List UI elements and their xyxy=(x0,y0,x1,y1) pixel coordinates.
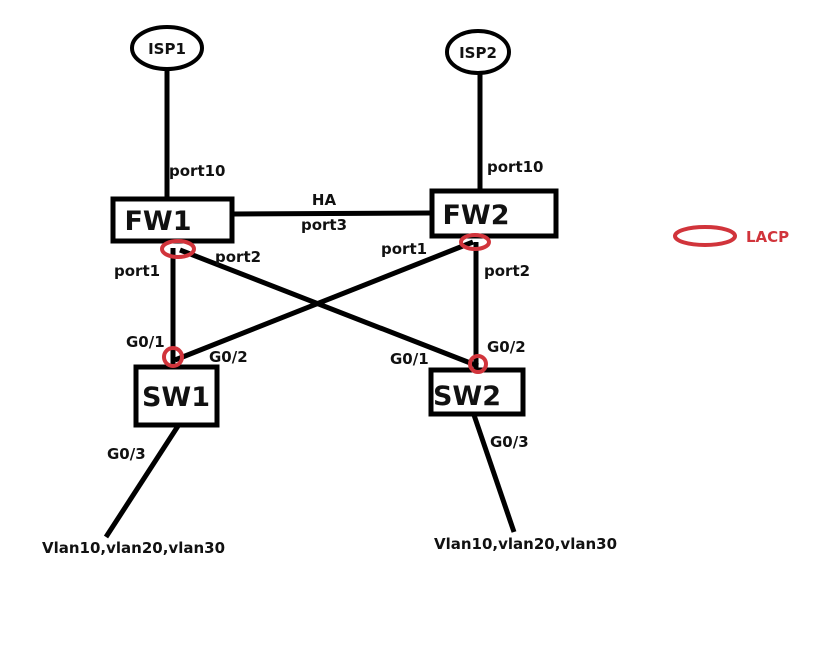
fw2-port2-label: port2 xyxy=(484,262,530,280)
fw2-label: FW2 xyxy=(442,200,509,231)
sw1-node[interactable]: SW1 xyxy=(133,364,220,428)
lacp-marker-fw1 xyxy=(160,239,196,259)
sw2-g03-label: G0/3 xyxy=(490,433,529,451)
isp2-label: ISP2 xyxy=(459,44,497,62)
fw1-port1-label: port1 xyxy=(114,262,160,280)
sw1-vlans-label: Vlan10,vlan20,vlan30 xyxy=(42,539,225,557)
legend: LACP xyxy=(673,225,789,247)
ha-port3-label: port3 xyxy=(301,216,347,234)
sw2-g01-label: G0/1 xyxy=(390,350,429,368)
sw1-g01-label: G0/1 xyxy=(126,333,165,351)
sw1-box xyxy=(133,364,220,428)
fw1-node[interactable]: FW1 xyxy=(110,196,235,244)
sw2-box xyxy=(428,367,526,417)
links xyxy=(103,68,517,539)
sw1-label: SW1 xyxy=(142,382,210,413)
sw1-g03-label: G0/3 xyxy=(107,445,146,463)
sw2-label: SW2 xyxy=(433,381,501,412)
fw1-port2-label: port2 xyxy=(215,248,261,266)
sw2-vlans-label: Vlan10,vlan20,vlan30 xyxy=(434,535,617,553)
link-sw1-g03-vlans xyxy=(103,424,181,539)
link-fw1-port2-sw2-g01 xyxy=(179,247,479,369)
fw2-box xyxy=(429,188,559,239)
isp1-label: ISP1 xyxy=(148,40,186,58)
lacp-marker-sw2 xyxy=(468,354,488,374)
fw1-box xyxy=(110,196,235,244)
lacp-markers xyxy=(160,233,491,374)
ha-label: HA xyxy=(312,191,337,209)
isp2-node[interactable]: ISP2 xyxy=(445,29,511,75)
isp1-ellipse xyxy=(130,25,204,71)
fw2-port10-label: port10 xyxy=(487,158,543,176)
link-sw2-g03-vlans xyxy=(471,414,517,533)
fw1-label: FW1 xyxy=(124,206,191,237)
isp1-node[interactable]: ISP1 xyxy=(130,25,204,71)
sw2-node[interactable]: SW2 xyxy=(428,367,526,417)
sw1-g02-label: G0/2 xyxy=(209,348,248,366)
fw2-port1-label: port1 xyxy=(381,240,427,258)
lacp-legend-label: LACP xyxy=(746,228,789,246)
link-ha-fw1-fw2 xyxy=(232,210,431,217)
link-fw2-port1-sw1-g02 xyxy=(174,239,474,363)
isp2-ellipse xyxy=(445,29,511,75)
lacp-marker-fw2 xyxy=(459,233,491,251)
lacp-marker-sw1 xyxy=(162,346,184,368)
fw1-port10-label: port10 xyxy=(169,162,225,180)
fw2-node[interactable]: FW2 xyxy=(429,188,559,239)
lacp-legend-icon xyxy=(673,225,737,247)
sw2-g02-label: G0/2 xyxy=(487,338,526,356)
